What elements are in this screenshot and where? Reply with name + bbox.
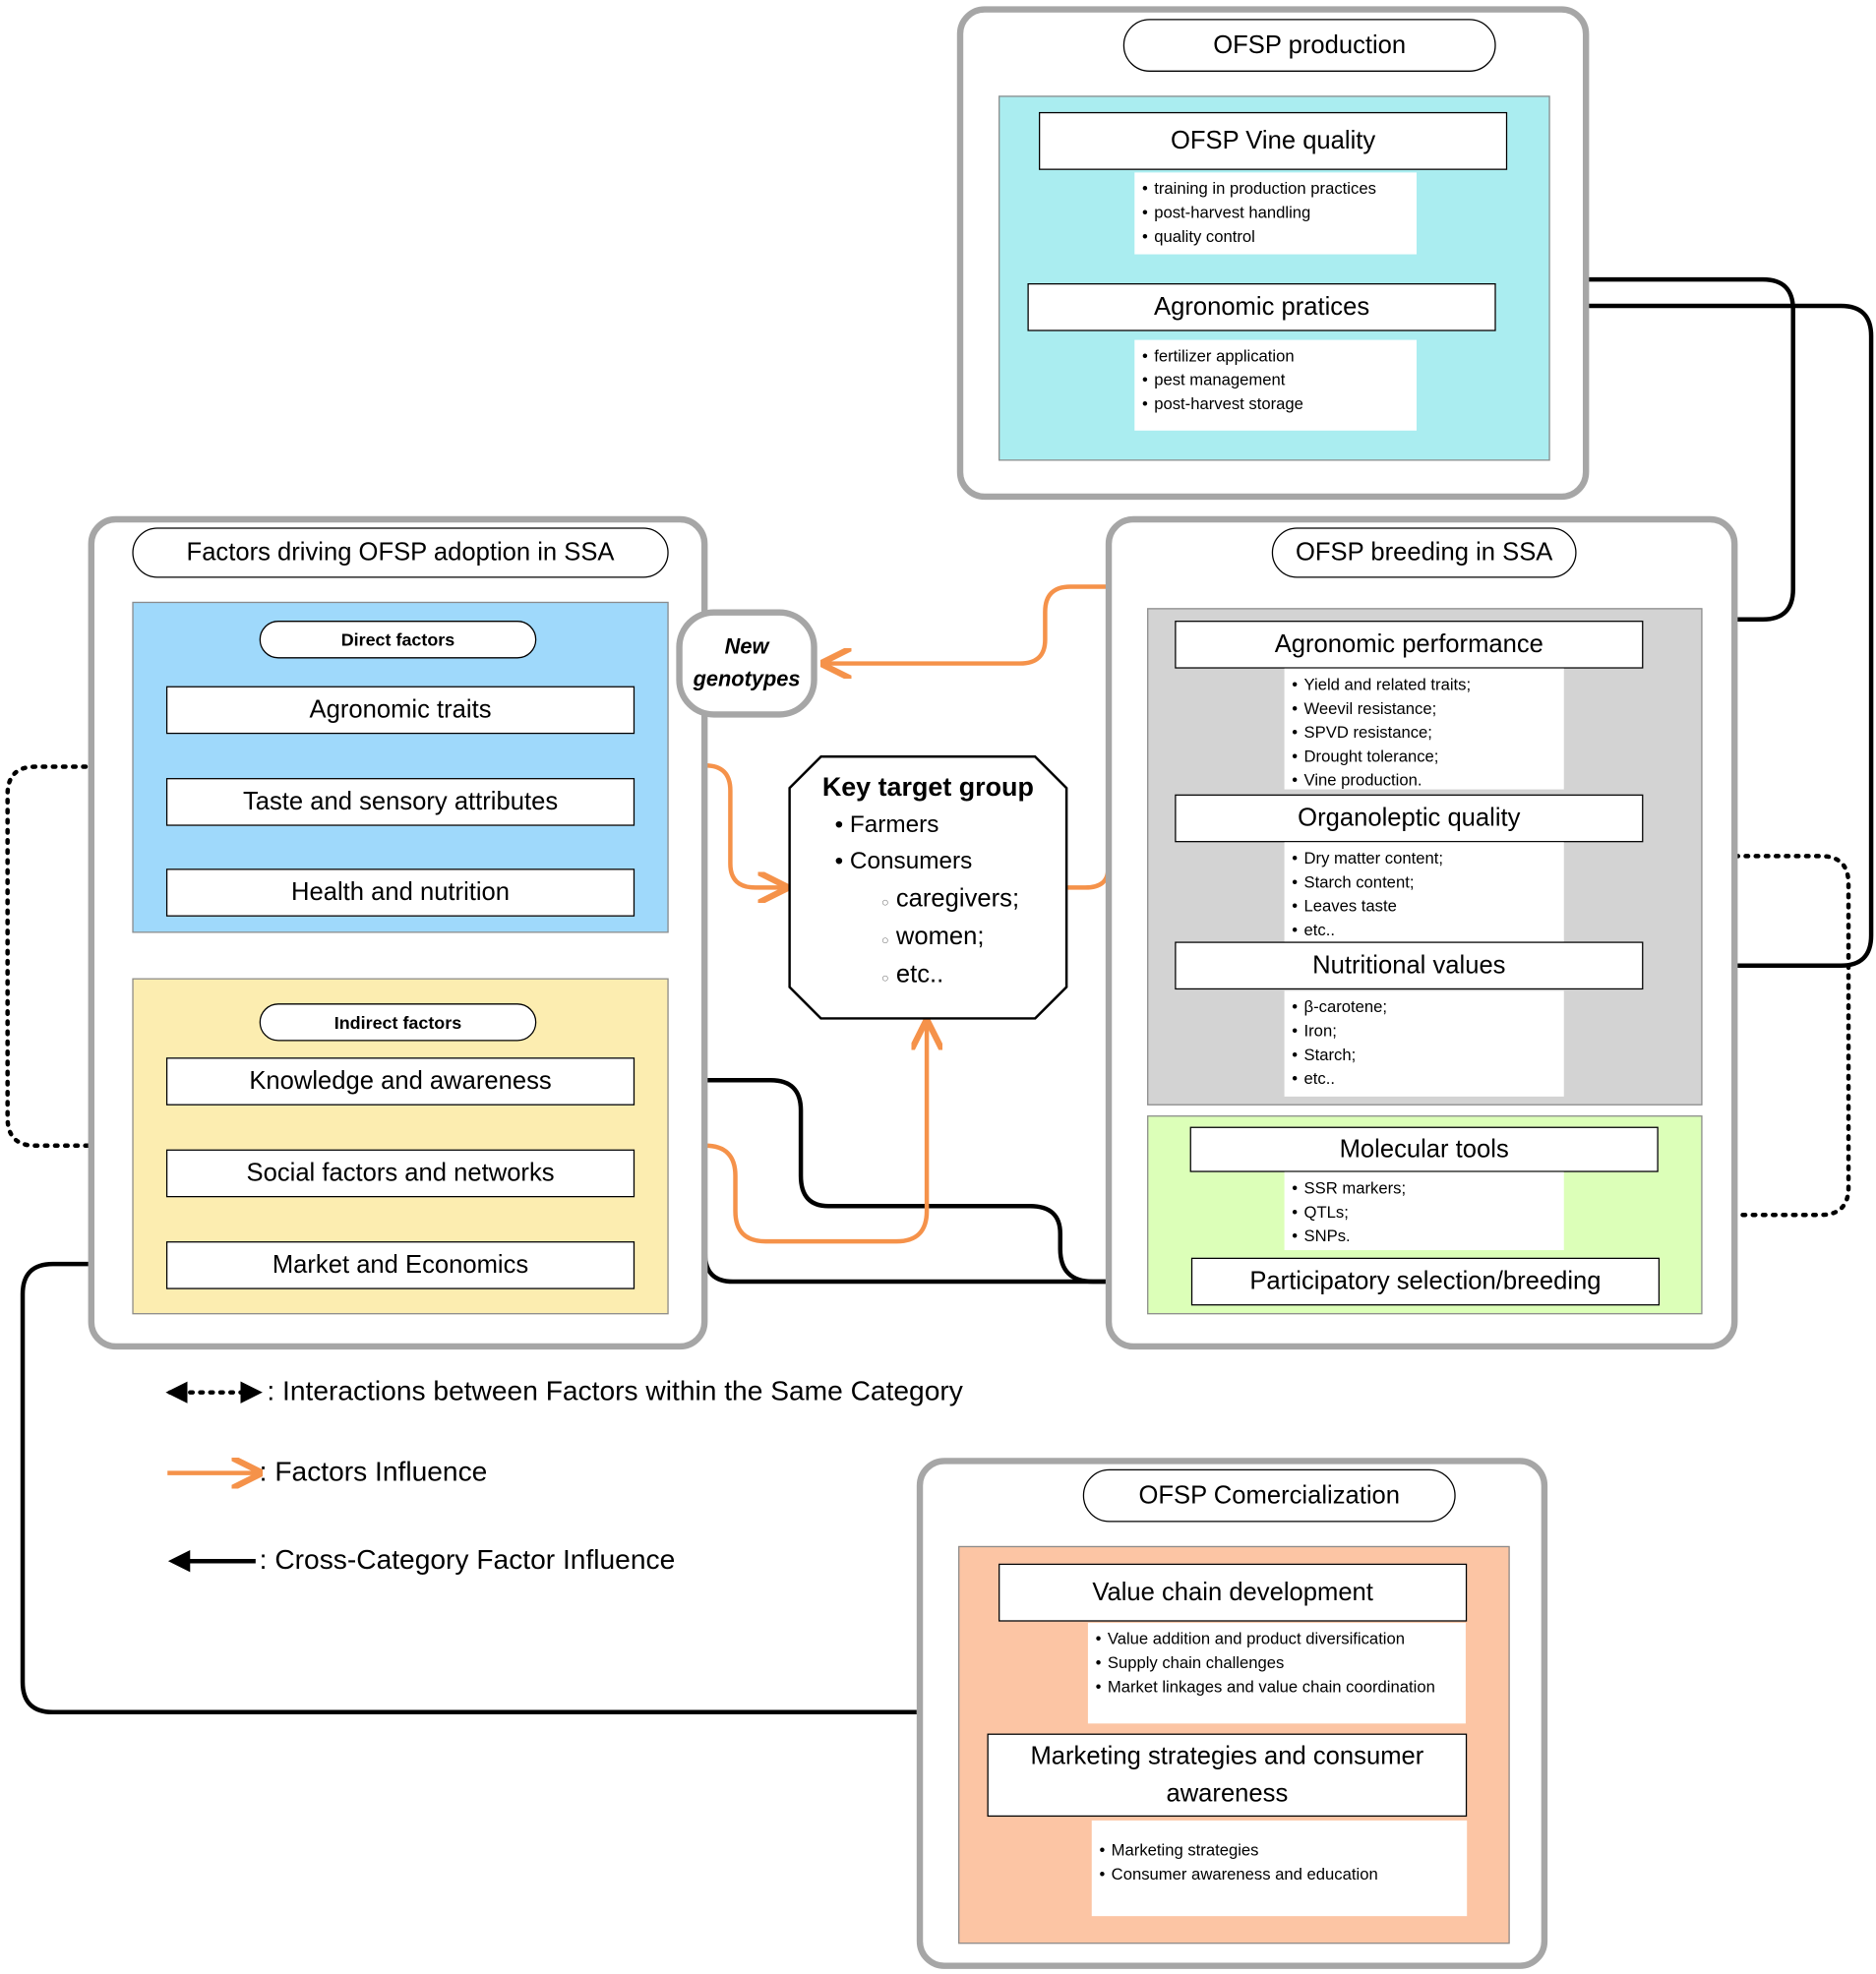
list-item: post-harvest handling — [1142, 201, 1409, 224]
key-target-title: Key target group — [821, 772, 1034, 803]
market-economics-box: Market and Economics — [165, 1241, 635, 1289]
list-item: Value addition and product diversificati… — [1096, 1627, 1459, 1650]
breeding-title: OFSP breeding in SSA — [1271, 527, 1577, 578]
agronomic-practices-to-nutritional-values-arrow — [1495, 303, 1874, 977]
list-item: pest management — [1142, 368, 1409, 391]
nutritional-values-box: Nutritional values — [1175, 941, 1644, 990]
legend-orange-label: : Factors Influence — [259, 1455, 488, 1487]
legend-dotted-label: : Interactions between Factors within th… — [267, 1374, 963, 1406]
vine-quality-box: OFSP Vine quality — [1039, 111, 1508, 170]
agronomic-traits-box: Agronomic traits — [165, 686, 635, 735]
commercialization-title: OFSP Comercialization — [1082, 1468, 1456, 1523]
key-target-octagon — [788, 755, 1068, 1020]
social-factors-to-key-target-arrow — [667, 1022, 927, 1244]
new-genotypes-node: New genotypes — [676, 609, 817, 718]
participatory-selection-box: Participatory selection/breeding — [1190, 1257, 1661, 1306]
list-item: etc.. — [1292, 1066, 1556, 1090]
list-item: Starch content; — [1292, 869, 1556, 893]
direct-factors-to-key-target-arrow — [667, 762, 785, 887]
list-item: QTLs; — [1292, 1200, 1556, 1224]
key-target-subitem: ○ women; — [881, 923, 985, 951]
commercialization-to-market-arrow — [20, 1252, 917, 1715]
list-item: β-carotene; — [1292, 994, 1556, 1018]
participatory-to-knowledge-arrow — [637, 1069, 1191, 1285]
molecular-tools-list: SSR markers; QTLs; SNPs. — [1284, 1171, 1564, 1251]
list-item: SNPs. — [1292, 1224, 1556, 1247]
organoleptic-quality-box: Organoleptic quality — [1175, 794, 1644, 843]
list-item: Starch; — [1292, 1043, 1556, 1066]
legend-black-label: : Cross-Category Factor Influence — [259, 1543, 676, 1576]
agronomic-practices-box: Agronomic pratices — [1027, 283, 1496, 331]
list-item: etc.. — [1292, 918, 1556, 941]
marketing-strategies-list: Marketing strategies Consumer awareness … — [1091, 1820, 1468, 1917]
list-item: Marketing strategies — [1099, 1838, 1459, 1862]
organoleptic-quality-list: Dry matter content; Starch content; Leav… — [1284, 842, 1564, 942]
direct-factors-title: Direct factors — [259, 621, 537, 659]
production-title: OFSP production — [1122, 19, 1496, 72]
agronomic-practices-list: fertilizer application pest management p… — [1134, 339, 1417, 431]
list-item: Yield and related traits; — [1292, 673, 1556, 696]
list-item: fertilizer application — [1142, 343, 1409, 367]
list-item: quality control — [1142, 224, 1409, 248]
molecular-tools-box: Molecular tools — [1189, 1126, 1659, 1172]
list-item: Market linkages and value chain coordina… — [1096, 1674, 1459, 1698]
agronomic-performance-box: Agronomic performance — [1175, 621, 1644, 669]
breeding-interaction-arrow — [1700, 845, 1851, 1218]
list-item: SSR markers; — [1292, 1176, 1556, 1200]
list-item: Leaves taste — [1292, 894, 1556, 918]
value-chain-box: Value chain development — [999, 1563, 1468, 1622]
key-target-subitem: ○ caregivers; — [881, 884, 1020, 913]
direct-indirect-interaction-arrow — [5, 755, 131, 1157]
list-item: training in production practices — [1142, 176, 1409, 200]
vine-quality-to-agronomic-performance-arrow — [1550, 276, 1795, 630]
list-item: Weevil resistance; — [1292, 696, 1556, 720]
nutritional-values-list: β-carotene; Iron; Starch; etc.. — [1284, 990, 1564, 1097]
adoption-title: Factors driving OFSP adoption in SSA — [132, 527, 669, 578]
list-item: Consumer awareness and education — [1099, 1862, 1459, 1885]
list-item: Iron; — [1292, 1019, 1556, 1043]
value-chain-list: Value addition and product diversificati… — [1087, 1622, 1466, 1724]
social-factors-box: Social factors and networks — [165, 1149, 635, 1198]
list-item: Dry matter content; — [1292, 846, 1556, 869]
list-item: SPVD resistance; — [1292, 720, 1556, 744]
key-target-subitem: ○ etc.. — [881, 960, 944, 988]
knowledge-awareness-box: Knowledge and awareness — [165, 1057, 635, 1106]
vine-quality-list: training in production practices post-ha… — [1134, 172, 1417, 255]
list-item: Supply chain challenges — [1096, 1650, 1459, 1674]
agronomic-performance-list: Yield and related traits; Weevil resista… — [1284, 668, 1564, 792]
list-item: Vine production. — [1292, 768, 1556, 792]
marketing-strategies-box: Marketing strategies and consumer awaren… — [987, 1733, 1468, 1818]
list-item: Drought tolerance; — [1292, 744, 1556, 767]
health-nutrition-box: Health and nutrition — [165, 868, 635, 917]
taste-sensory-box: Taste and sensory attributes — [165, 778, 635, 826]
key-target-item-consumers: • Consumers — [834, 848, 973, 875]
list-item: post-harvest storage — [1142, 391, 1409, 415]
key-target-item-farmers: • Farmers — [834, 811, 939, 839]
indirect-factors-title: Indirect factors — [259, 1003, 537, 1042]
